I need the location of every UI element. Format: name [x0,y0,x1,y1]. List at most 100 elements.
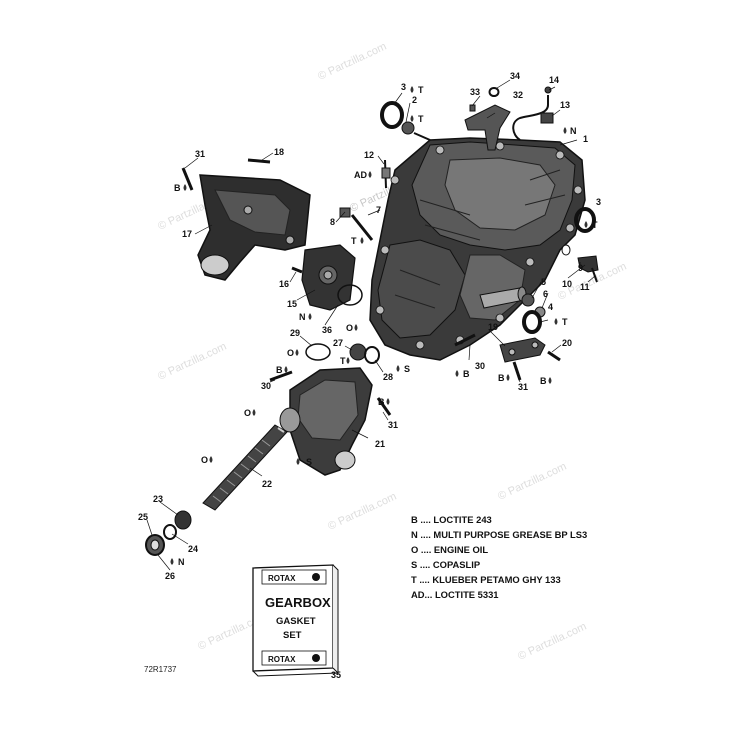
gearbox-housing [369,137,586,361]
card-title: GEARBOX [265,595,331,610]
callout-30: 30 [261,381,271,391]
bolt-31-right [512,361,522,381]
mark-ad: AD [354,170,367,180]
mark-t: T [340,356,346,366]
mark-o: O [244,408,251,418]
leader-lines [146,79,596,669]
oring-29 [305,343,331,361]
bolt-31-mid [376,397,392,416]
watermark: © Partzilla.com [316,41,388,83]
ring-24 [163,524,177,540]
mark-b: B [463,369,470,379]
callout-24: 24 [188,544,198,554]
callout-4: 4 [548,302,553,312]
mark-o: O [201,455,208,465]
callout-30: 30 [475,361,485,371]
mark-t: T [418,85,424,95]
output-housing-21 [279,367,373,476]
bracket-32 [464,104,511,151]
watermark: © Partzilla.com [496,461,568,503]
seal-4 [522,310,542,334]
oring-36 [337,284,363,306]
mark-n: N [570,126,577,136]
callout-29: 29 [290,328,300,338]
drive-shaft-22 [202,424,288,511]
mark-b: B [174,183,181,193]
callout-31: 31 [195,149,205,159]
mark-o: O [287,348,294,358]
callout-36: 36 [322,325,332,335]
clip-34 [488,86,500,98]
mark-n: N [178,557,185,567]
mark-s: S [404,364,410,374]
figure-code: 72R1737 [144,665,177,674]
callout-34: 34 [510,71,520,81]
dipstick-12 [381,159,391,189]
mark-t: T [562,317,568,327]
callout-12: 12 [364,150,374,160]
mark-t: T [351,236,357,246]
mark-b: B [378,397,385,407]
brand-logo: ROTAX [268,655,296,664]
callout-27: 27 [333,338,343,348]
seal-3-right [574,207,596,233]
callout-15: 15 [287,299,297,309]
watermark: © Partzilla.com [326,491,398,533]
seal-3 [380,101,404,129]
legend-line: S .... COPASLIP [411,559,480,570]
callout-13: 13 [560,100,570,110]
watermarks: © Partzilla.com © Partzilla.com © Partzi… [156,41,628,663]
mark-n: N [299,312,306,322]
bolt-30-right [454,333,476,347]
drop-icons [170,86,588,565]
mark-b: B [276,365,283,375]
shift-rod-7 [350,214,374,241]
callout-16: 16 [279,279,289,289]
mark-t: T [418,114,424,124]
callout-31: 31 [518,382,528,392]
callout-19: 19 [488,322,498,332]
card-line: SET [283,630,302,641]
callout-8: 8 [330,217,335,227]
callouts: 1 2 3 3 4 5 6 7 8 9 10 11 12 13 14 15 16… [138,71,601,680]
speed-sensor-cable [512,95,549,141]
callout-3: 3 [401,82,406,92]
legend-line: B .... LOCTITE 243 [411,514,492,525]
seal-5 [521,293,535,307]
seal-27 [349,343,367,361]
bracket-19 [499,337,546,363]
callout-6: 6 [543,289,548,299]
lubricant-marks: T T N T B AD T T N O O T S B B B O S O B… [174,85,598,567]
callout-23: 23 [153,494,163,504]
callout-9: 9 [578,263,583,273]
oring-28 [364,346,380,364]
bolt-30-left [269,370,293,382]
bolt-11 [591,267,598,283]
callout-33: 33 [470,87,480,97]
legend-line: AD... LOCTITE 5331 [411,589,499,600]
mark-b: B [540,376,547,386]
cover-15 [301,244,356,311]
callout-28: 28 [383,372,393,382]
callout-10: 10 [562,279,572,289]
callout-14: 14 [549,75,559,85]
callout-35: 35 [331,670,341,680]
legend-line: T .... KLUEBER PETAMO GHY 133 [411,574,561,585]
watermark: © Partzilla.com [516,621,588,663]
callout-26: 26 [165,571,175,581]
gear-23 [174,510,192,530]
watermark: © Partzilla.com [156,341,228,383]
sensor-plug [544,86,552,94]
card-line: GASKET [276,616,316,627]
callout-20: 20 [562,338,572,348]
callout-11: 11 [580,282,590,292]
bolt-20 [547,350,561,362]
mark-s: S [306,457,312,467]
gasket-set-card: ROTAX GEARBOX GASKET SET ROTAX [252,564,339,677]
callout-2: 2 [412,95,417,105]
sensor [540,112,554,124]
callout-7: 7 [376,205,381,215]
legend-line: O .... ENGINE OIL [411,544,488,555]
callout-31: 31 [388,420,398,430]
